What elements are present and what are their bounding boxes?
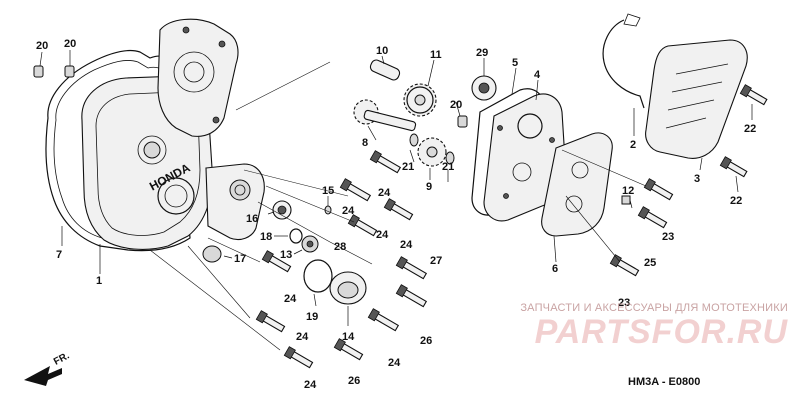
o-ring-19 bbox=[303, 259, 333, 293]
callout-24b: 24 bbox=[342, 205, 355, 217]
assembly-lines bbox=[149, 61, 647, 351]
callout-4: 4 bbox=[534, 69, 541, 81]
crankcase-cover-rear bbox=[157, 18, 239, 137]
front-indicator: FR. bbox=[20, 350, 80, 386]
callout-23b: 23 bbox=[618, 297, 630, 309]
bolt-12 bbox=[621, 195, 631, 205]
gear-shaft-8 bbox=[353, 99, 417, 132]
callout-6: 6 bbox=[552, 263, 558, 275]
callout-24e: 24 bbox=[284, 293, 297, 305]
callout-8: 8 bbox=[362, 137, 368, 149]
watermark-caption: ЗАПЧАСТИ И АКСЕССУАРЫ ДЛЯ МОТОТЕХНИКИ bbox=[520, 302, 788, 314]
callout-22b: 22 bbox=[730, 195, 742, 207]
watermark: ЗАПЧАСТИ И АКСЕССУАРЫ ДЛЯ МОТОТЕХНИКИ PA… bbox=[488, 302, 788, 350]
callout-10: 10 bbox=[376, 45, 388, 57]
callout-24f: 24 bbox=[296, 331, 309, 343]
callout-29: 29 bbox=[476, 47, 488, 59]
callout-26b: 26 bbox=[348, 375, 360, 387]
plug-13 bbox=[301, 235, 319, 253]
washer-21b bbox=[445, 151, 455, 165]
watermark-logo: PARTSFOR.RU bbox=[534, 313, 788, 351]
dowel-20c bbox=[457, 115, 468, 128]
callout-26a: 26 bbox=[420, 335, 432, 347]
cable-guide-2 bbox=[602, 19, 645, 109]
callout-2: 2 bbox=[630, 139, 636, 151]
callout-5: 5 bbox=[512, 57, 518, 69]
gear-11 bbox=[403, 83, 437, 117]
callout-13: 13 bbox=[280, 249, 292, 261]
callout-24c: 24 bbox=[376, 229, 389, 241]
callout-14: 14 bbox=[342, 331, 355, 343]
callout-17: 17 bbox=[234, 253, 246, 265]
callout-18: 18 bbox=[260, 231, 272, 243]
callout-20b: 20 bbox=[64, 38, 76, 50]
callout-27: 27 bbox=[430, 255, 442, 267]
washer-21a bbox=[409, 133, 419, 147]
callout-3: 3 bbox=[694, 173, 700, 185]
callout-21b: 21 bbox=[442, 161, 454, 173]
callout-25: 25 bbox=[644, 257, 656, 269]
dowel-20b bbox=[64, 65, 75, 78]
callout-11: 11 bbox=[430, 49, 442, 61]
callout-20c: 20 bbox=[450, 99, 462, 111]
callout-28: 28 bbox=[334, 241, 346, 253]
callout-23a: 23 bbox=[662, 231, 674, 243]
callout-24d: 24 bbox=[400, 239, 413, 251]
callout-19: 19 bbox=[306, 311, 318, 323]
callout-20a: 20 bbox=[36, 40, 48, 52]
callout-24a: 24 bbox=[378, 187, 391, 199]
cover-bracket bbox=[205, 163, 265, 241]
gear-9 bbox=[417, 137, 447, 167]
o-ring-18 bbox=[289, 228, 303, 244]
callout-15: 15 bbox=[322, 185, 334, 197]
front-arrow-icon bbox=[24, 366, 62, 386]
leader-lines bbox=[39, 50, 753, 326]
callout-labels: 20 20 10 11 29 5 4 20 8 21 9 21 2 3 22 2… bbox=[36, 38, 756, 391]
shaft-10 bbox=[369, 59, 401, 81]
washer-15 bbox=[324, 205, 332, 215]
callout-24h: 24 bbox=[304, 379, 317, 391]
callout-7: 7 bbox=[56, 249, 62, 261]
cover-6 bbox=[541, 132, 613, 237]
callout-22a: 22 bbox=[744, 123, 756, 135]
bearing-29 bbox=[471, 75, 497, 101]
callout-21a: 21 bbox=[402, 161, 414, 173]
side-cover-3 bbox=[645, 39, 748, 159]
diagram-code: HM3A - E0800 bbox=[628, 376, 701, 388]
callout-24g: 24 bbox=[388, 357, 401, 369]
callout-16: 16 bbox=[246, 213, 258, 225]
callout-9: 9 bbox=[426, 181, 432, 193]
plug-cap-14 bbox=[329, 271, 367, 305]
seal-17 bbox=[202, 245, 222, 263]
gasket-7 bbox=[45, 49, 191, 252]
bolts bbox=[255, 84, 768, 369]
callout-12: 12 bbox=[622, 185, 634, 197]
callout-1: 1 bbox=[96, 275, 102, 287]
dowel-20a bbox=[33, 65, 44, 78]
